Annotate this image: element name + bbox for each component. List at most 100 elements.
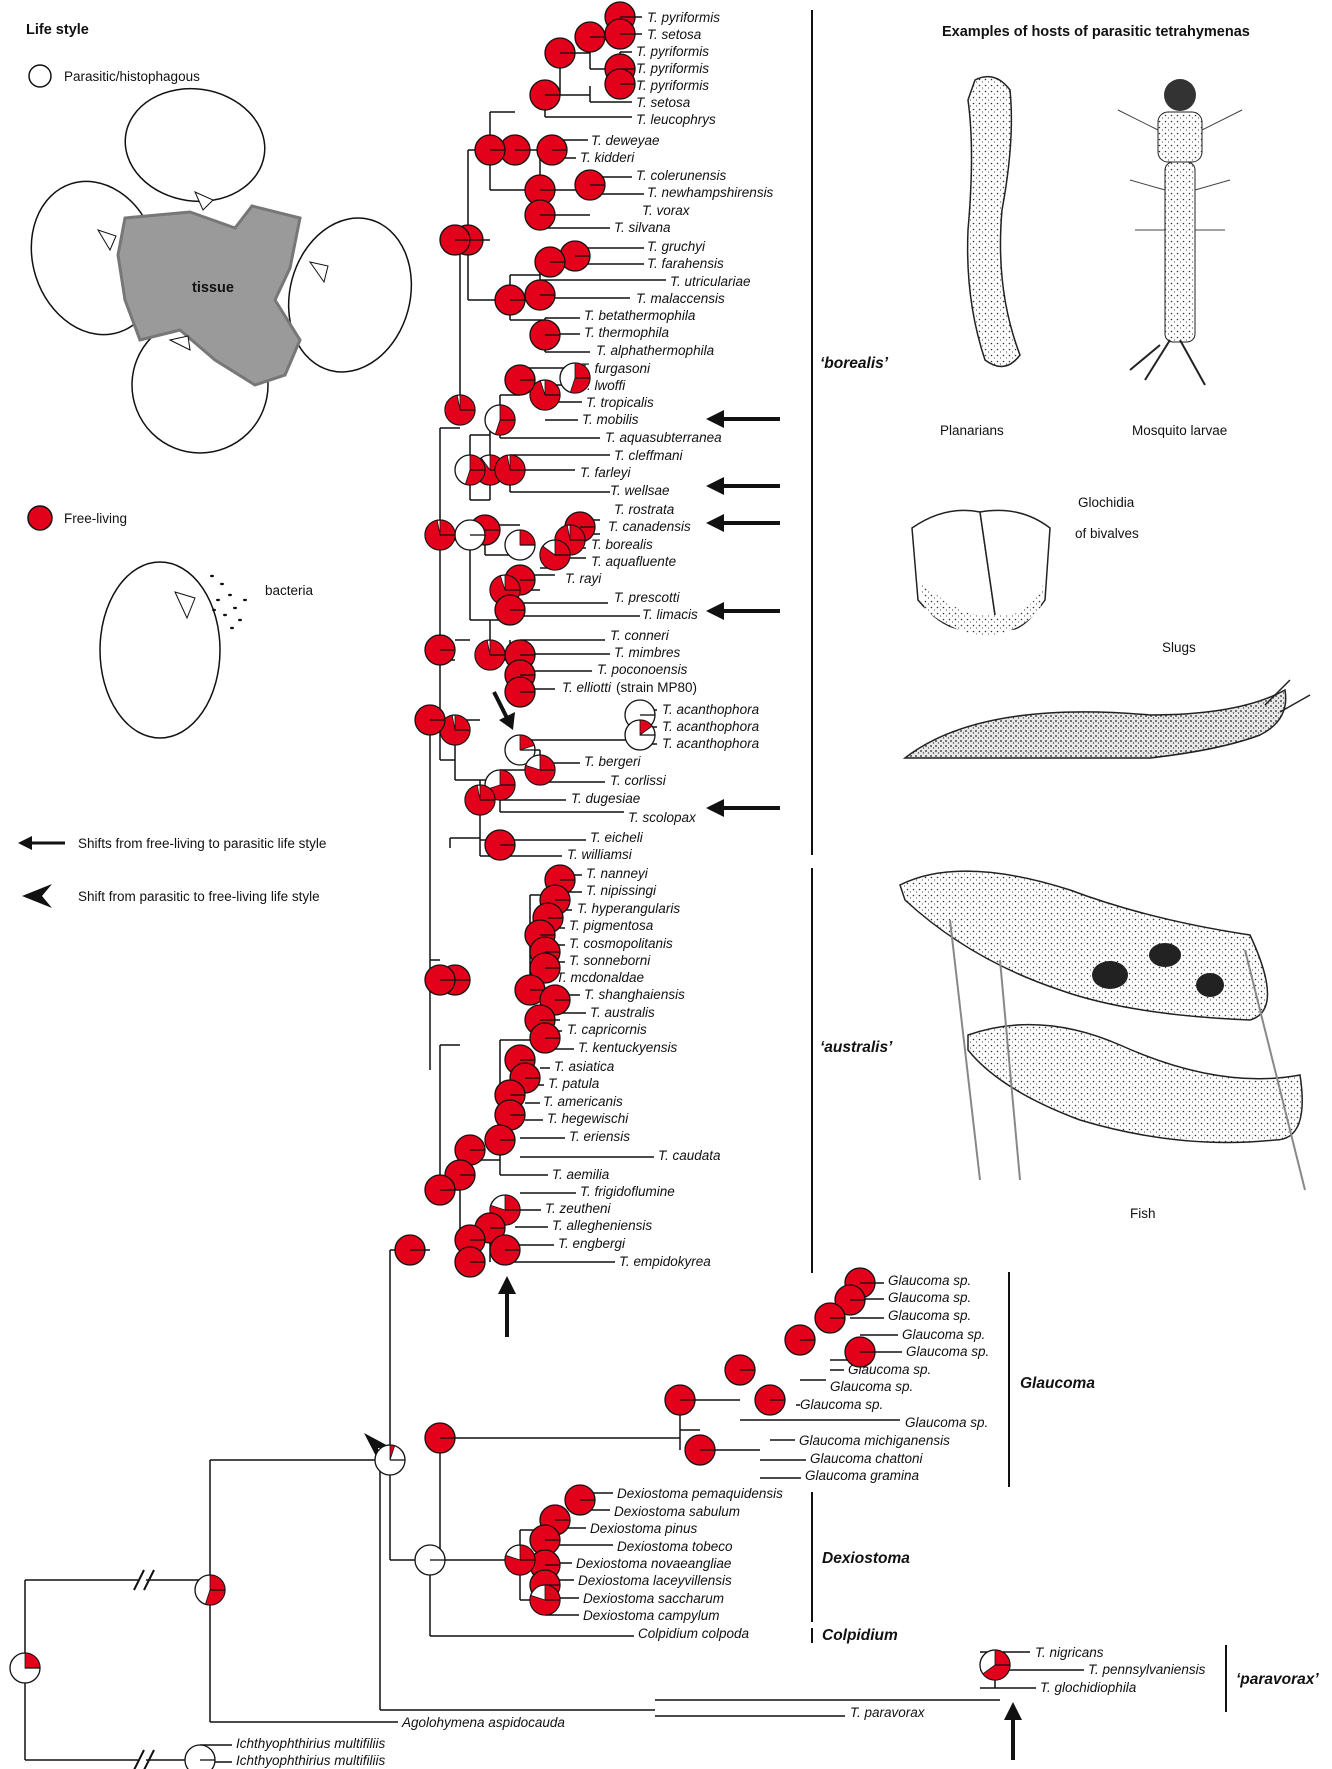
shift-arrow <box>706 799 780 817</box>
legend-arrowhead-text: Shift from parasitic to free-living life… <box>78 889 320 904</box>
shift-arrow <box>706 477 780 495</box>
glochidia-label-1: Glochidia <box>1078 495 1135 510</box>
hosts-title: Examples of hosts of parasitic tetrahyme… <box>942 24 1250 40</box>
node-pie <box>685 1435 715 1465</box>
node-pie <box>455 1247 485 1277</box>
taxon-label: T. nipissingi <box>586 883 657 898</box>
node-pie <box>505 530 535 560</box>
node-pie <box>465 785 495 815</box>
clade-borealis: ‘borealis’ <box>820 355 889 372</box>
taxon-label: Dexiostoma tobeco <box>617 1539 733 1554</box>
node-pie <box>815 1303 845 1333</box>
node-pie <box>537 135 567 165</box>
node-pie <box>605 19 635 49</box>
legend-parasitic: Parasitic/histophagous <box>64 69 200 84</box>
node-pie <box>980 1650 1010 1680</box>
glochidia-label-2: of bivalves <box>1075 526 1139 541</box>
taxon-label: T. scolopax <box>628 810 697 825</box>
taxon-label: T. aquafluente <box>591 554 676 569</box>
taxon-label: T. aquasubterranea <box>605 430 722 445</box>
taxon-label: T. nanneyi <box>586 866 649 881</box>
hosts-panel: Examples of hosts of parasitic tetrahyme… <box>900 24 1310 1221</box>
node-pie <box>530 1023 560 1053</box>
taxon-label: T. cosmopolitanis <box>569 936 673 951</box>
taxon-label: T. allegheniensis <box>552 1218 652 1233</box>
fish-label: Fish <box>1130 1206 1156 1221</box>
taxon-label: Glaucoma sp. <box>906 1344 989 1359</box>
node-pie <box>490 1235 520 1265</box>
taxon-label: Dexiostoma saccharum <box>583 1591 724 1606</box>
tissue-label: tissue <box>192 280 234 296</box>
node-pie <box>560 363 590 393</box>
node-pie <box>455 455 485 485</box>
taxon-label: Glaucoma sp. <box>888 1273 971 1288</box>
shift-arrow <box>498 1276 516 1337</box>
mosquito-larva-drawing <box>1118 79 1242 385</box>
taxon-label: T. pigmentosa <box>569 918 654 933</box>
node-pie <box>505 365 535 395</box>
taxon-label: T. corlissi <box>610 773 667 788</box>
taxon-label: T. leucophrys <box>636 112 716 127</box>
taxon-label: Colpidium colpoda <box>638 1626 750 1641</box>
taxon-label: T. silvana <box>614 220 671 235</box>
node-pie <box>425 1175 455 1205</box>
node-pie <box>845 1337 875 1367</box>
node-pie <box>455 520 485 550</box>
node-pie <box>485 1125 515 1155</box>
taxon-label: T. bergeri <box>584 754 642 769</box>
node-pie <box>195 1575 225 1605</box>
node-pie <box>475 640 505 670</box>
legend: Life style Parasitic/histophagous tissue… <box>12 22 428 908</box>
node-pie <box>445 395 475 425</box>
taxon-label: T. deweyae <box>591 133 660 148</box>
taxon-label: Glaucoma chattoni <box>810 1451 924 1466</box>
taxon-label: Dexiostoma pemaquidensis <box>617 1486 783 1501</box>
taxon-label: Dexiostoma campylum <box>583 1608 720 1623</box>
taxon-label: T. frigidoflumine <box>580 1184 675 1199</box>
slugs-label: Slugs <box>1162 640 1196 655</box>
taxon-label: T. conneri <box>610 628 670 643</box>
taxon-label: T. capricornis <box>567 1022 647 1037</box>
node-pie <box>485 405 515 435</box>
clade-dexiostoma: Dexiostoma <box>822 1550 910 1567</box>
node-pie <box>755 1385 785 1415</box>
node-pie <box>425 1423 455 1453</box>
node-pie <box>625 720 655 750</box>
node-pie <box>525 280 555 310</box>
node-pie <box>525 755 555 785</box>
node-pie <box>495 285 525 315</box>
glochidia-drawing <box>912 510 1050 635</box>
taxon-label: Glaucoma sp. <box>830 1379 913 1394</box>
taxon-label: T. mimbres <box>614 645 681 660</box>
taxon-label: T. patula <box>548 1076 600 1091</box>
legend-title: Life style <box>26 22 89 38</box>
node-pie <box>375 1445 405 1475</box>
taxon-label: T. vorax <box>642 203 691 218</box>
node-pie <box>475 135 505 165</box>
node-pie <box>505 1545 535 1575</box>
legend-arrow-text: Shifts from free-living to parasitic lif… <box>78 836 326 851</box>
shift-arrowhead-legend <box>22 884 52 908</box>
taxon-label: T. colerunensis <box>636 168 727 183</box>
taxon-label: T. pyriformis <box>647 10 720 25</box>
clade-colpidium: Colpidium <box>822 1627 898 1644</box>
taxon-label: Ichthyophthirius multifiliis <box>236 1753 386 1768</box>
taxon-label: T. rostrata <box>614 502 675 517</box>
clade-australis: ‘australis’ <box>820 1039 893 1056</box>
taxon-label: T. nigricans <box>1035 1645 1104 1660</box>
taxon-label: T. asiatica <box>554 1059 615 1074</box>
taxon-label: T. aemilia <box>552 1167 610 1182</box>
planarians-label: Planarians <box>940 423 1004 438</box>
taxon-label: T. borealis <box>591 537 653 552</box>
node-pie <box>540 540 570 570</box>
node-pie <box>725 1355 755 1385</box>
taxon-label: Dexiostoma sabulum <box>614 1504 740 1519</box>
taxon-label: T. hegewischi <box>547 1111 629 1126</box>
taxon-label: T. limacis <box>642 607 698 622</box>
node-pie <box>495 455 525 485</box>
node-pie <box>395 1235 425 1265</box>
parasitic-symbol <box>29 65 51 87</box>
node-pie <box>530 1585 560 1615</box>
taxon-label: T. tropicalis <box>586 395 654 410</box>
node-pie <box>505 677 535 707</box>
